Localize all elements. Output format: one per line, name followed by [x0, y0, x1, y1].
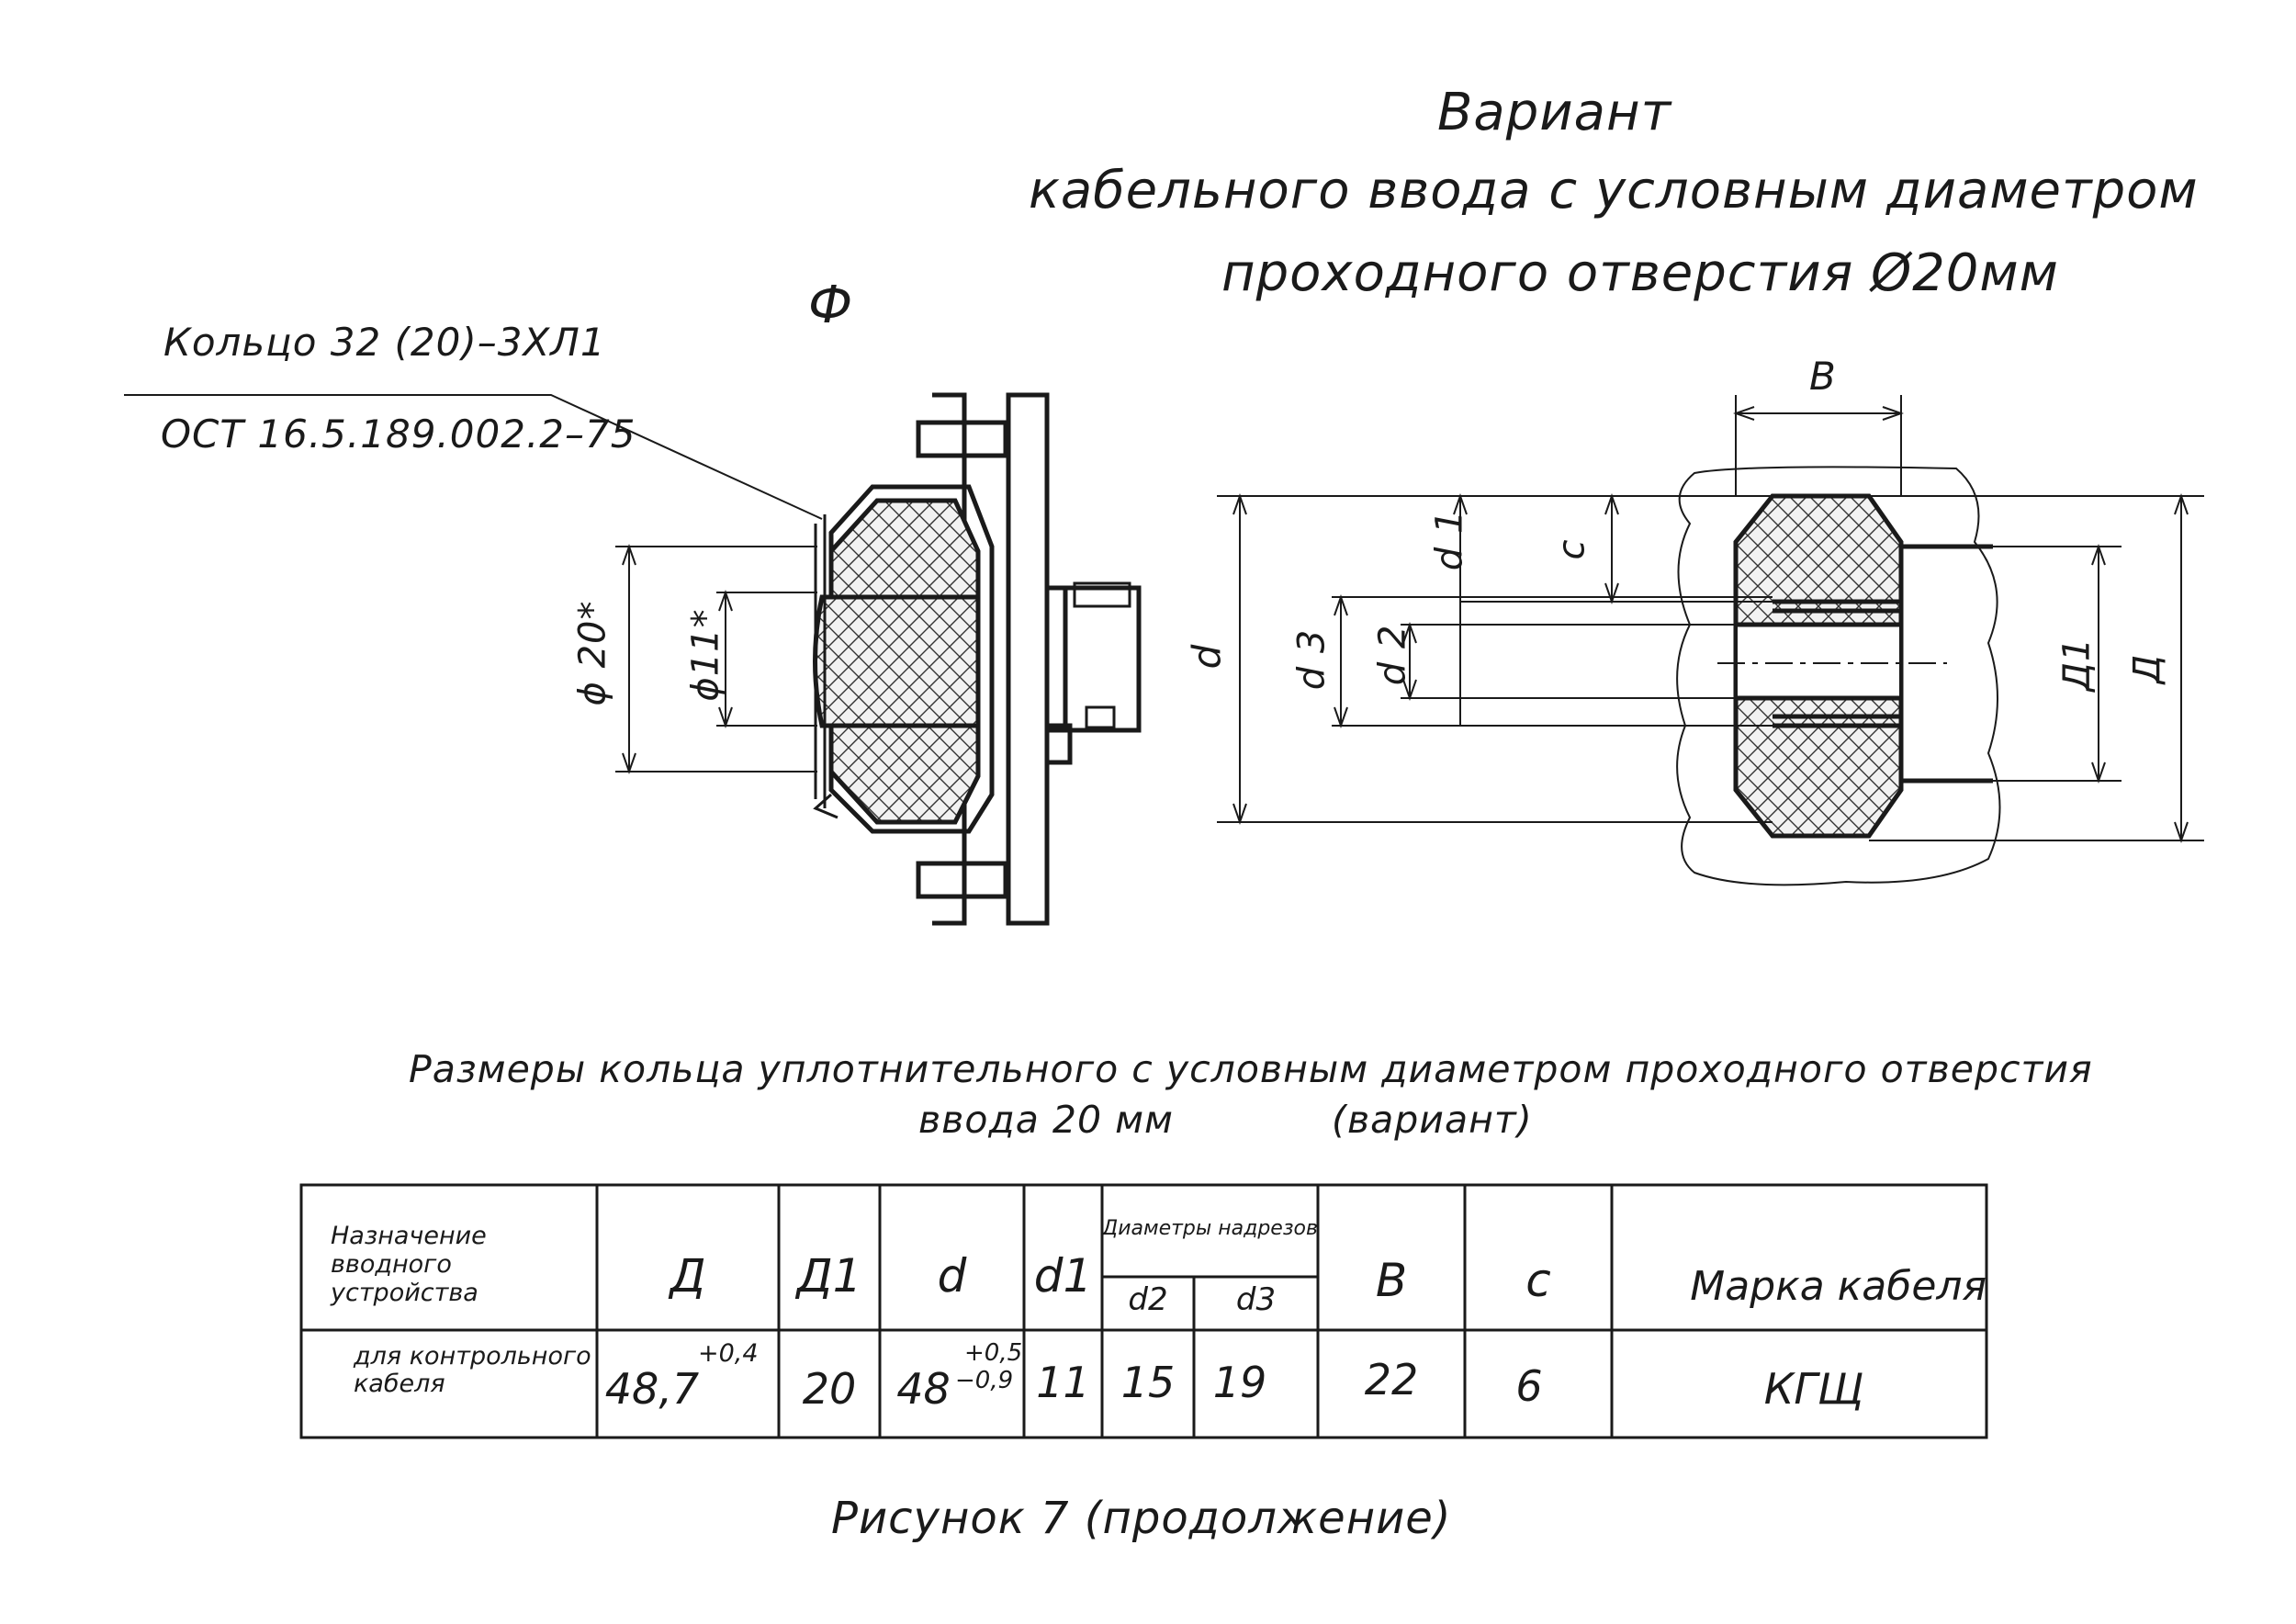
- gland-section-view: [813, 392, 1142, 926]
- dim-d1-label: d 1: [1428, 509, 1471, 571]
- dim-c-label: c: [1550, 538, 1593, 560]
- cell-d: 48: [896, 1364, 951, 1414]
- heading-line-1: Вариант: [1437, 83, 1672, 142]
- dim-d3-label: d 3: [1290, 628, 1334, 691]
- header-cable-brand: Марка кабеля: [1690, 1263, 1986, 1310]
- header-d2: d2: [1128, 1281, 1168, 1318]
- table-caption-line-2b: (вариант): [1332, 1098, 1533, 1142]
- left-dimension-lines: [615, 543, 817, 775]
- dim-D1-label: Д1: [2055, 637, 2099, 692]
- header-D1: Д1: [796, 1249, 862, 1303]
- table-caption-line-1: Размеры кольца уплотнительного с условны…: [409, 1047, 2093, 1091]
- cell-d2: 15: [1120, 1358, 1176, 1407]
- cell-D1: 20: [802, 1364, 857, 1414]
- dim-d2-label: d 2: [1371, 624, 1414, 686]
- dimensions-table-grid: [299, 1183, 1988, 1439]
- cell-d3: 19: [1212, 1358, 1267, 1407]
- dim-d-label: d: [1184, 643, 1230, 670]
- header-c: c: [1525, 1254, 1551, 1307]
- callout-leader: [124, 394, 823, 520]
- header-D: Д: [670, 1249, 706, 1303]
- header-d3: d3: [1235, 1281, 1277, 1318]
- cell-c: 6: [1515, 1361, 1543, 1411]
- header-B: B: [1375, 1254, 1408, 1307]
- cell-cable-brand: КГЩ: [1763, 1364, 1864, 1414]
- header-purpose: Назначение вводного устройства: [331, 1222, 487, 1307]
- dim-outer-diameter-label: ϕ 20*: [571, 600, 614, 706]
- cell-B: 22: [1364, 1355, 1419, 1404]
- cell-d-tolerance-lower: −0,9: [955, 1367, 1014, 1394]
- dim-B-label: B: [1809, 354, 1837, 399]
- cell-D: 48,7: [604, 1364, 700, 1414]
- cell-D-tolerance: +0,4: [698, 1339, 759, 1368]
- cell-d1: 11: [1036, 1358, 1090, 1407]
- figure-caption: Рисунок 7 (продолжение): [831, 1493, 1452, 1544]
- dim-inner-diameter-label: ϕ11*: [684, 608, 727, 702]
- heading-line-3: проходного отверстия Ø20мм: [1221, 243, 2059, 303]
- callout-standard: ОСТ 16.5.189.002.2–75: [161, 412, 636, 457]
- header-d: d: [937, 1249, 967, 1303]
- table-caption-line-2a: ввода 20 мм: [918, 1098, 1174, 1142]
- header-d1: d1: [1033, 1249, 1093, 1303]
- cell-d-tolerance-upper: +0,5: [964, 1339, 1023, 1367]
- seal-ring-view: [1676, 466, 2001, 886]
- callout-ring-designation: Кольцо 32 (20)–3ХЛ1: [163, 320, 606, 365]
- dim-D-label: Д: [2126, 653, 2169, 684]
- view-label: Ф: [808, 276, 854, 335]
- right-dimension-lines: [1217, 395, 2204, 844]
- cell-purpose: для контрольного кабеля: [354, 1342, 591, 1398]
- header-cut-diameters: Диаметры надрезов: [1102, 1217, 1318, 1240]
- heading-line-2: кабельного ввода с условным диаметром: [1029, 161, 2199, 220]
